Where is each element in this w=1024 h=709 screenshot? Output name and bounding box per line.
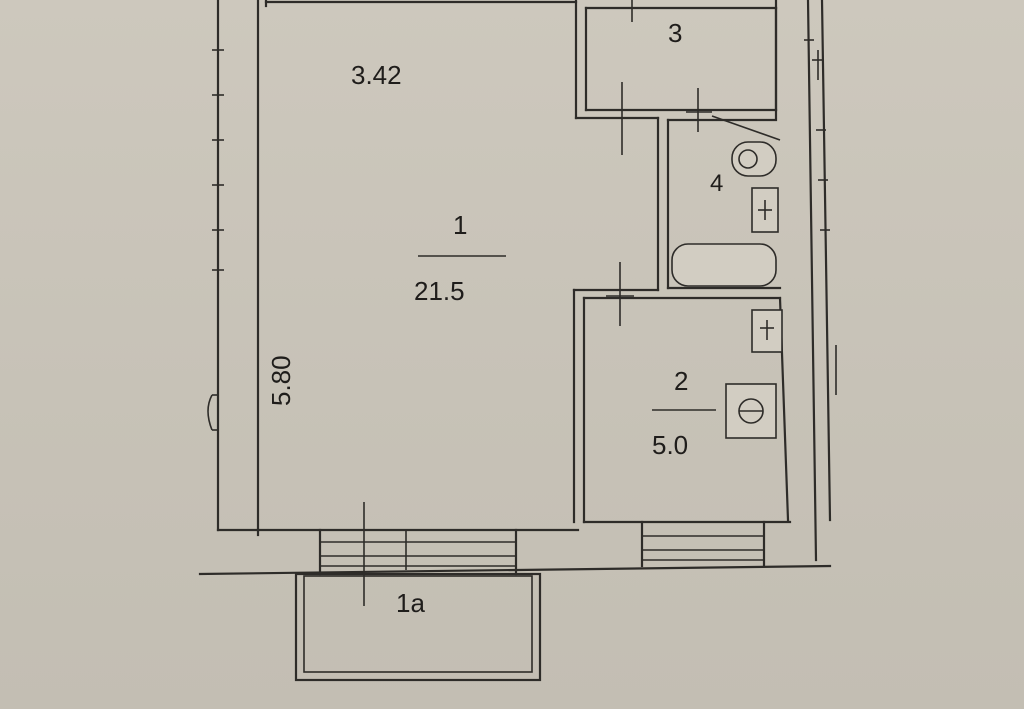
dimension-top-width: 3.42	[351, 60, 402, 90]
toilet-icon	[731, 141, 777, 177]
room-2-number: 2	[674, 366, 689, 396]
room-4-walls	[666, 115, 782, 290]
outer-wall-right	[774, 0, 837, 562]
room-1-number: 1	[453, 210, 468, 240]
balcony-number: 1а	[396, 588, 425, 618]
room-2-walls	[582, 309, 792, 524]
room-4-number: 4	[710, 170, 724, 197]
partition-central	[572, 0, 782, 524]
balcony-walls	[294, 572, 542, 682]
room-1-walls	[256, 0, 580, 537]
bathtub-icon	[671, 243, 777, 287]
outer-wall-left	[207, 0, 260, 532]
room-3-number: 3	[668, 18, 683, 48]
dimension-left-length: 5.80	[266, 355, 296, 406]
front-wall	[198, 502, 832, 606]
room-1-area: 21.5	[414, 276, 465, 306]
room-2-area: 5.0	[652, 430, 689, 460]
